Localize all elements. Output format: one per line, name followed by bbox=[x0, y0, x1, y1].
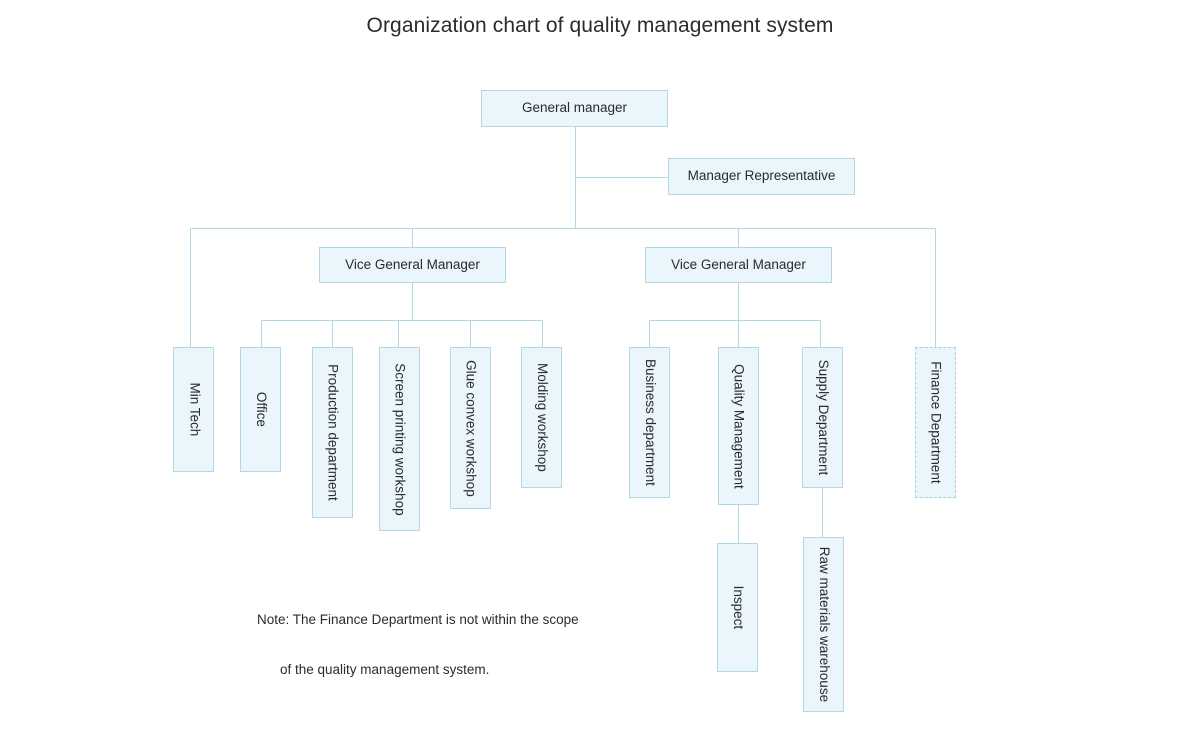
note-line-2: of the quality management system. bbox=[280, 661, 490, 677]
node-manager-representative[interactable]: Manager Representative bbox=[668, 158, 855, 195]
node-label: General manager bbox=[521, 100, 628, 116]
node-molding-workshop[interactable]: Molding workshop bbox=[521, 347, 562, 488]
node-production-department[interactable]: Production department bbox=[312, 347, 353, 518]
node-label: Inspect bbox=[730, 585, 746, 630]
node-screen-printing-workshop[interactable]: Screen printing workshop bbox=[379, 347, 420, 531]
node-vice-general-manager-right[interactable]: Vice General Manager bbox=[645, 247, 832, 283]
node-raw-materials-warehouse[interactable]: Raw materials warehouse bbox=[803, 537, 844, 712]
node-finance-department[interactable]: Finance Department bbox=[915, 347, 956, 498]
node-label: Office bbox=[253, 391, 269, 428]
node-label: Supply Department bbox=[815, 359, 831, 476]
node-label: Vice General Manager bbox=[671, 256, 806, 272]
node-label: Quality Management bbox=[731, 363, 747, 489]
node-business-department[interactable]: Business department bbox=[629, 347, 670, 498]
page-title: Organization chart of quality management… bbox=[366, 14, 834, 37]
node-label: Business department bbox=[642, 359, 658, 486]
node-label: Manager Representative bbox=[687, 168, 836, 184]
node-label: Raw materials warehouse bbox=[816, 546, 832, 703]
node-label: Screen printing workshop bbox=[392, 362, 408, 516]
node-label: Vice General Manager bbox=[345, 256, 480, 272]
node-label: Production department bbox=[325, 364, 341, 501]
node-min-tech[interactable]: Min Tech bbox=[173, 347, 214, 472]
node-label: Finance Department bbox=[928, 361, 944, 484]
node-vice-general-manager-left[interactable]: Vice General Manager bbox=[319, 247, 506, 283]
note-block: Note: The Finance Department is not with… bbox=[242, 583, 579, 733]
node-supply-department[interactable]: Supply Department bbox=[802, 347, 843, 488]
node-label: Glue convex workshop bbox=[463, 359, 479, 497]
node-general-manager[interactable]: General manager bbox=[481, 90, 668, 127]
note-line-1: Note: The Finance Department is not with… bbox=[257, 611, 579, 627]
node-label: Min Tech bbox=[186, 382, 202, 437]
node-label: Molding workshop bbox=[534, 363, 550, 472]
node-quality-management[interactable]: Quality Management bbox=[718, 347, 759, 505]
node-inspect[interactable]: Inspect bbox=[717, 543, 758, 672]
node-glue-convex-workshop[interactable]: Glue convex workshop bbox=[450, 347, 491, 509]
node-office[interactable]: Office bbox=[240, 347, 281, 472]
